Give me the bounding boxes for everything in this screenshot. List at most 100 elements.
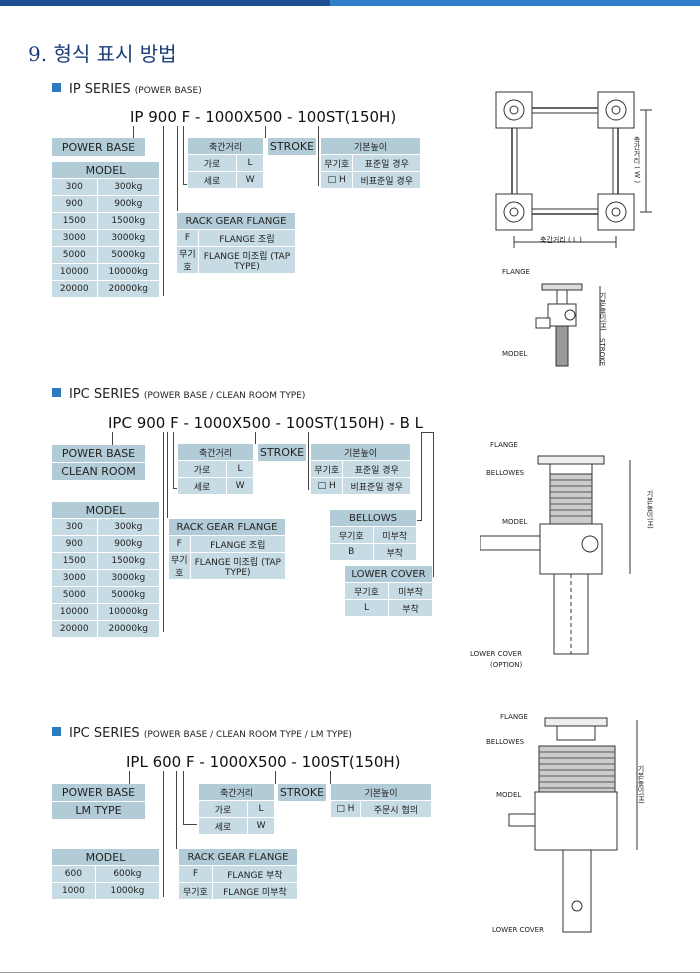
ip-model-header: MODEL [52,162,159,178]
cell: 10000 [52,604,97,620]
cell: 비표준일 경우 [343,478,410,494]
ipl-section-heading: IPC SERIES (POWER BASE / CLEAN ROOM TYPE… [52,726,352,741]
cell: 가로 [188,155,237,171]
cell: 가로 [178,461,227,477]
cell: 600 [52,866,95,882]
cell: 1500kg [97,213,159,229]
top-bar-accent [330,0,700,6]
cell: 1500 [52,213,97,229]
d1-l-label: 축간거리 ( L ) [540,236,582,244]
cell: □ H [311,478,343,494]
d4-cover-label: LOWER COVER [492,926,544,934]
cell: F [179,866,212,882]
ip-series-label: IP SERIES [69,82,131,97]
ipc-flange-header: RACK GEAR FLANGE [169,519,285,535]
d2-model-label: MODEL [502,350,528,358]
cell: 부착 [389,600,432,616]
cell: 표준일 경우 [343,461,410,477]
cell: 무기호 [321,155,353,171]
ipl-height-header: 기본높이 [331,784,431,800]
cell: L [248,801,274,817]
ipc-height-header: 기본높이 [311,444,410,460]
ipc-cover-header: LOWER COVER [345,566,432,582]
cell: 가로 [199,801,248,817]
ipl-power-base-tag: POWER BASE [52,784,145,801]
cell: □ H [321,172,353,188]
cell: W [237,172,263,188]
cell: FLANGE 부착 [212,866,297,882]
ipc-side-view-drawing [480,455,631,655]
d2-flange-label: FLANGE [502,268,530,276]
ipl-axis-header: 축간거리 [199,784,274,800]
cell: 300 [52,179,97,195]
cell: 세로 [178,478,227,494]
cell: 20000kg [97,621,159,637]
cell: 20000 [52,281,97,297]
ipl-stroke-tag: STROKE [278,784,326,801]
d3-cover-label: LOWER COVER [470,650,522,658]
ip-top-view-drawing [495,91,652,248]
d3-bellowes-label: BELLOWES [486,469,525,477]
cell: 세로 [188,172,237,188]
cell: F [177,230,198,246]
cell: 10000kg [97,604,159,620]
cell: 미부착 [373,527,416,543]
ip-height-header: 기본높이 [321,138,420,154]
cell: 5000kg [97,587,159,603]
ipl-lm-type-tag: LM TYPE [52,802,145,819]
cell: L [345,600,388,616]
ip-stroke-tag: STROKE [268,138,316,155]
cell: 300kg [97,179,159,195]
d4-bellowes-label: BELLOWES [486,738,525,746]
ip-axis-header: 축간거리 [188,138,263,154]
cell: 무기호 [179,883,212,899]
cell: F [169,536,190,552]
ipc-bellows-header: BELLOWS [330,510,416,526]
ip-section-heading: IP SERIES (POWER BASE) [52,82,202,97]
ip-flange-header: RACK GEAR FLANGE [177,213,295,229]
cell: 표준일 경우 [353,155,420,171]
ipc-stroke-tag: STROKE [258,444,306,461]
cell: 무기호 [345,583,388,599]
d3-option-label: (OPTION) [490,661,523,669]
cell: 비표준일 경우 [353,172,420,188]
ipc-axis-header: 축간거리 [178,444,253,460]
bottom-rule [0,972,700,973]
ip-side-view-drawing [535,283,601,367]
cell: W [248,818,274,834]
ipl-model-header: MODEL [52,849,159,865]
d2-stroke-label: STROKE [598,338,606,367]
cell: 주문시 협의 [360,801,431,817]
ipl-model-code: IPL 600 F - 1000X500 - 100ST(150H) [126,753,401,771]
cell: FLANGE 미조립 (TAP TYPE) [198,247,295,273]
cell: FLANGE 미조립 (TAP TYPE) [190,553,285,579]
cell: 무기호 [330,527,373,543]
cell: 1500 [52,553,97,569]
cell: 1500kg [97,553,159,569]
d3-height-label: 기본높이(H) [646,490,654,529]
cell: 300kg [97,519,159,535]
